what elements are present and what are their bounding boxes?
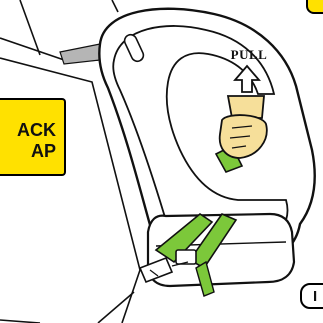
seat-crease-shade [60, 44, 100, 64]
corner-tab-top [306, 0, 323, 14]
instruction-label-line1: ACK [0, 120, 56, 141]
corner-tab-bottom: I [300, 283, 323, 309]
instruction-label-box: ACK AP [0, 98, 66, 176]
pull-label: PULL [229, 47, 269, 63]
instruction-label-line2: AP [0, 141, 56, 162]
